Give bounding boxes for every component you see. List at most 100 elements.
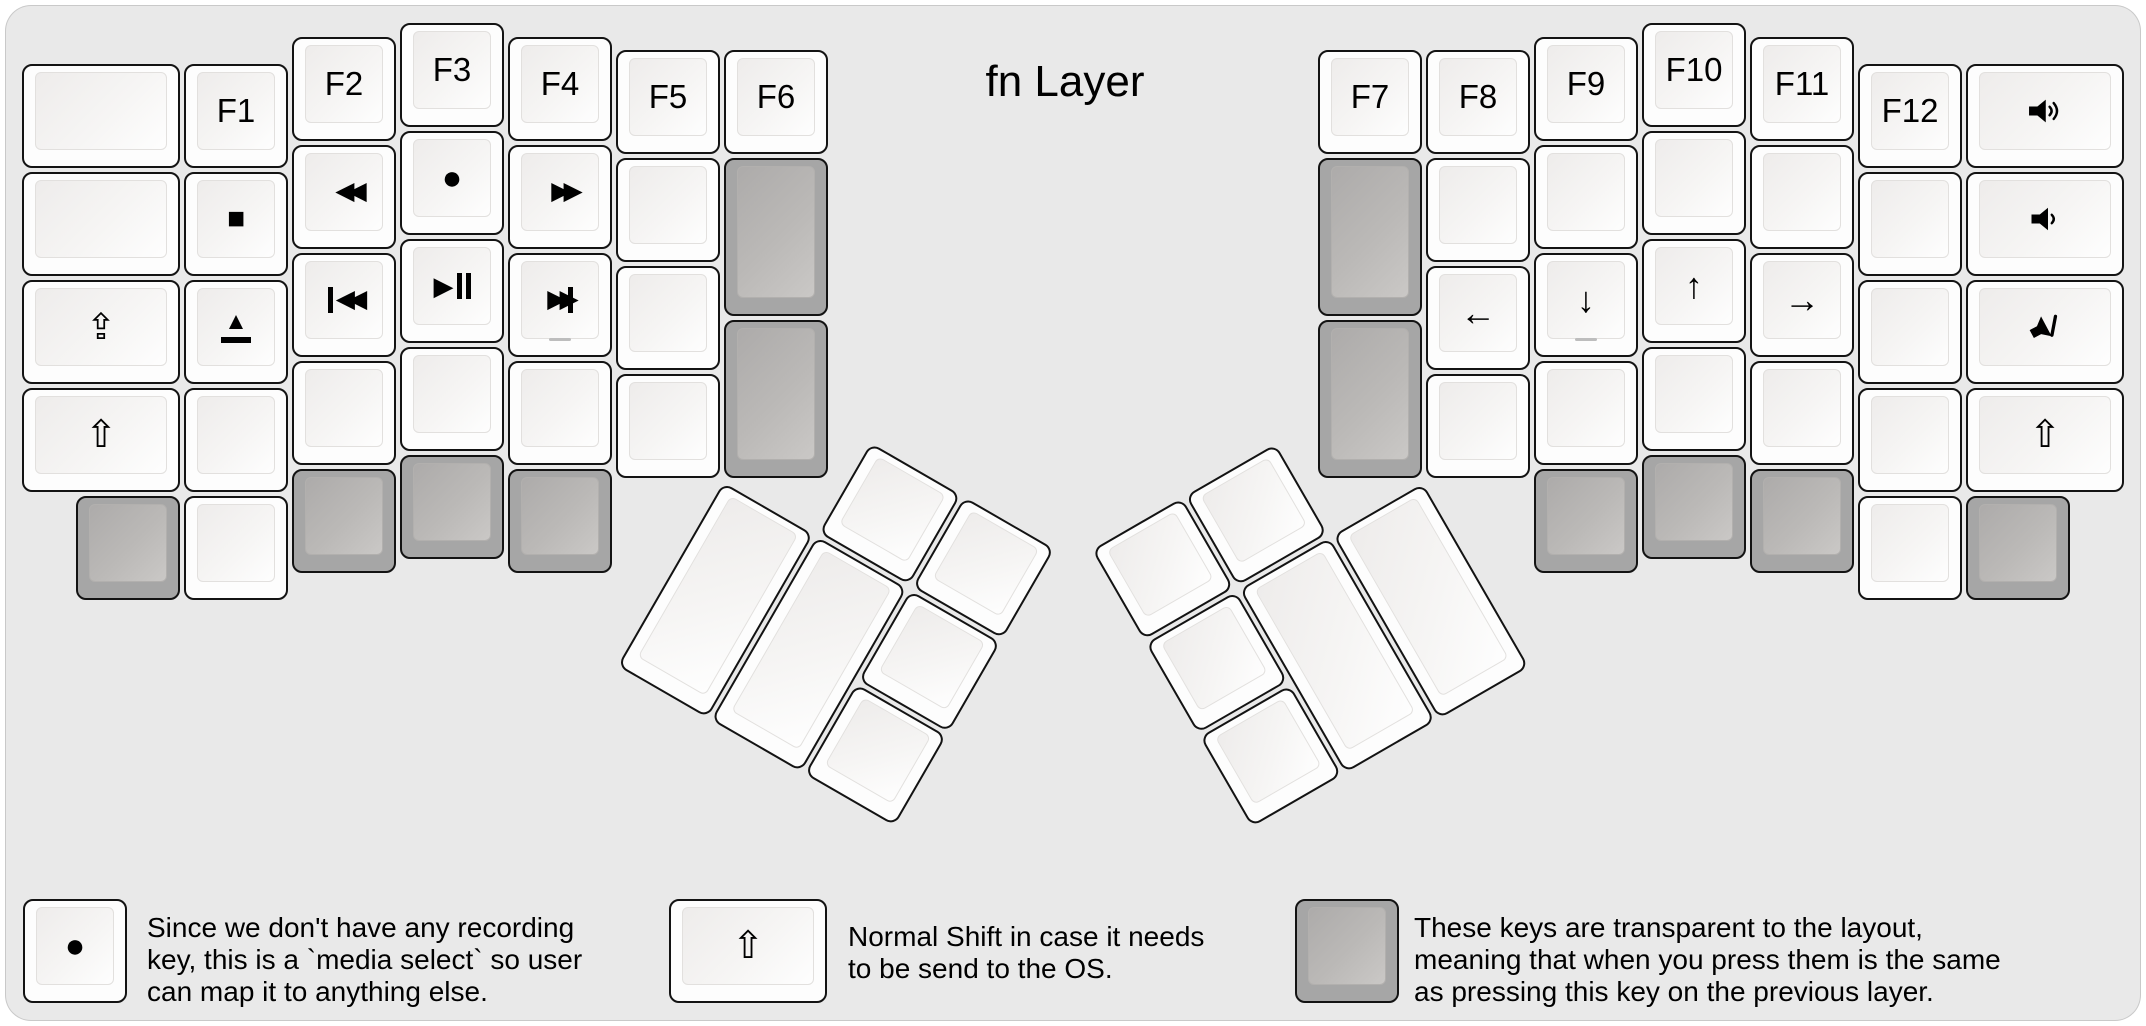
key-caps-lock[interactable]: ⇪ bbox=[22, 279, 180, 384]
key-transparent[interactable] bbox=[1534, 468, 1638, 573]
arrow-right-icon: → bbox=[1784, 278, 1820, 320]
key-blank[interactable] bbox=[1858, 387, 1962, 492]
key-blank[interactable] bbox=[1534, 360, 1638, 465]
record-icon: ● bbox=[441, 159, 463, 197]
key-shift[interactable]: ⇧ bbox=[22, 387, 180, 492]
key-arrow-left[interactable]: ← bbox=[1426, 266, 1530, 370]
legend-line: Normal Shift in case it needs bbox=[848, 921, 1205, 952]
key-label: F9 bbox=[1566, 64, 1606, 102]
key-rewind[interactable]: ◀◀ bbox=[292, 144, 396, 249]
key-transparent[interactable] bbox=[1318, 158, 1422, 316]
rewind-icon: ◀◀ bbox=[335, 177, 367, 205]
key-prev-track[interactable]: ◀◀ bbox=[292, 252, 396, 357]
caps-lock-icon: ⇪ bbox=[85, 305, 117, 347]
key-blank[interactable] bbox=[1750, 144, 1854, 249]
key-play-pause[interactable]: ▶ bbox=[400, 239, 504, 343]
play-pause-icon: ▶ bbox=[434, 273, 471, 299]
key-transparent[interactable] bbox=[1642, 455, 1746, 559]
key-blank[interactable] bbox=[1642, 347, 1746, 451]
key-volume-up[interactable] bbox=[1966, 63, 2124, 168]
key-transparent[interactable] bbox=[400, 455, 504, 559]
shift-icon: ⇧ bbox=[85, 413, 117, 456]
legend-line: as pressing this key on the previous lay… bbox=[1414, 976, 1934, 1007]
legend-line: to be send to the OS. bbox=[848, 953, 1113, 984]
eject-icon: ▲ bbox=[221, 310, 251, 343]
key-label: F1 bbox=[216, 91, 256, 129]
key-label: F5 bbox=[648, 78, 688, 115]
key-transparent-example[interactable] bbox=[1295, 899, 1399, 1003]
key-f9[interactable]: F9 bbox=[1534, 36, 1638, 141]
key-transparent[interactable] bbox=[76, 495, 180, 600]
key-blank[interactable] bbox=[1642, 131, 1746, 235]
key-label: F12 bbox=[1881, 91, 1939, 129]
key-label: F6 bbox=[756, 78, 796, 115]
key-label: F8 bbox=[1458, 78, 1498, 115]
key-blank[interactable] bbox=[1534, 144, 1638, 249]
key-record[interactable]: ● bbox=[400, 131, 504, 235]
fast-forward-icon: ▶▶ bbox=[551, 177, 583, 205]
key-arrow-down[interactable]: ↓ bbox=[1534, 252, 1638, 357]
record-icon: ● bbox=[64, 927, 86, 965]
mute-icon bbox=[2027, 311, 2063, 343]
key-blank[interactable] bbox=[616, 374, 720, 478]
legend-panel bbox=[5, 884, 2141, 1021]
key-f10[interactable]: F10 bbox=[1642, 23, 1746, 127]
key-f8[interactable]: F8 bbox=[1426, 50, 1530, 154]
key-blank[interactable] bbox=[1426, 374, 1530, 478]
prev-track-icon: ◀◀ bbox=[327, 286, 367, 313]
key-blank[interactable] bbox=[508, 360, 612, 465]
key-f4[interactable]: F4 bbox=[508, 36, 612, 141]
key-stop[interactable]: ■ bbox=[184, 171, 288, 276]
key-shift[interactable]: ⇧ bbox=[1966, 387, 2124, 492]
key-transparent[interactable] bbox=[508, 468, 612, 573]
key-transparent[interactable] bbox=[1750, 468, 1854, 573]
key-f7[interactable]: F7 bbox=[1318, 50, 1422, 154]
key-transparent[interactable] bbox=[724, 158, 828, 316]
key-blank[interactable] bbox=[616, 266, 720, 370]
key-f1[interactable]: F1 bbox=[184, 63, 288, 168]
key-blank[interactable] bbox=[400, 347, 504, 451]
key-label: F10 bbox=[1665, 51, 1723, 88]
key-next-track[interactable]: ▶▶ bbox=[508, 252, 612, 357]
key-f6[interactable]: F6 bbox=[724, 50, 828, 154]
volume-up-icon bbox=[2026, 95, 2064, 127]
key-f11[interactable]: F11 bbox=[1750, 36, 1854, 141]
key-blank[interactable] bbox=[184, 495, 288, 600]
key-f2[interactable]: F2 bbox=[292, 36, 396, 141]
arrow-up-icon: ↑ bbox=[1685, 265, 1703, 306]
key-label: F2 bbox=[324, 64, 364, 102]
key-blank[interactable] bbox=[1426, 158, 1530, 262]
next-track-icon: ▶▶ bbox=[547, 285, 579, 313]
key-mute[interactable] bbox=[1966, 279, 2124, 384]
key-f3[interactable]: F3 bbox=[400, 23, 504, 127]
key-record-example[interactable]: ● bbox=[23, 899, 127, 1003]
arrow-down-icon: ↓ bbox=[1577, 278, 1595, 320]
key-blank[interactable] bbox=[22, 171, 180, 276]
legend-line: Since we don't have any recording bbox=[147, 912, 575, 943]
key-blank[interactable] bbox=[22, 63, 180, 168]
key-label: F7 bbox=[1350, 78, 1390, 115]
key-blank[interactable] bbox=[184, 387, 288, 492]
key-f5[interactable]: F5 bbox=[616, 50, 720, 154]
legend-text: These keys are transparent to the layout… bbox=[1414, 912, 2001, 1008]
legend-line: key, this is a `media select` so user bbox=[147, 944, 583, 975]
key-arrow-up[interactable]: ↑ bbox=[1642, 239, 1746, 343]
legend-text: Normal Shift in case it needs to be send… bbox=[848, 921, 1204, 985]
key-blank[interactable] bbox=[1858, 495, 1962, 600]
key-shift-example[interactable]: ⇧ bbox=[669, 899, 827, 1003]
key-blank[interactable] bbox=[1858, 279, 1962, 384]
key-transparent[interactable] bbox=[292, 468, 396, 573]
key-f12[interactable]: F12 bbox=[1858, 63, 1962, 168]
key-blank[interactable] bbox=[1750, 360, 1854, 465]
key-fast-forward[interactable]: ▶▶ bbox=[508, 144, 612, 249]
key-transparent[interactable] bbox=[1966, 495, 2070, 600]
key-transparent[interactable] bbox=[1318, 320, 1422, 478]
key-blank[interactable] bbox=[292, 360, 396, 465]
key-transparent[interactable] bbox=[724, 320, 828, 478]
key-blank[interactable] bbox=[1858, 171, 1962, 276]
key-eject[interactable]: ▲ bbox=[184, 279, 288, 384]
key-volume-down[interactable] bbox=[1966, 171, 2124, 276]
legend-line: can map it to anything else. bbox=[147, 976, 488, 1007]
key-blank[interactable] bbox=[616, 158, 720, 262]
key-arrow-right[interactable]: → bbox=[1750, 252, 1854, 357]
